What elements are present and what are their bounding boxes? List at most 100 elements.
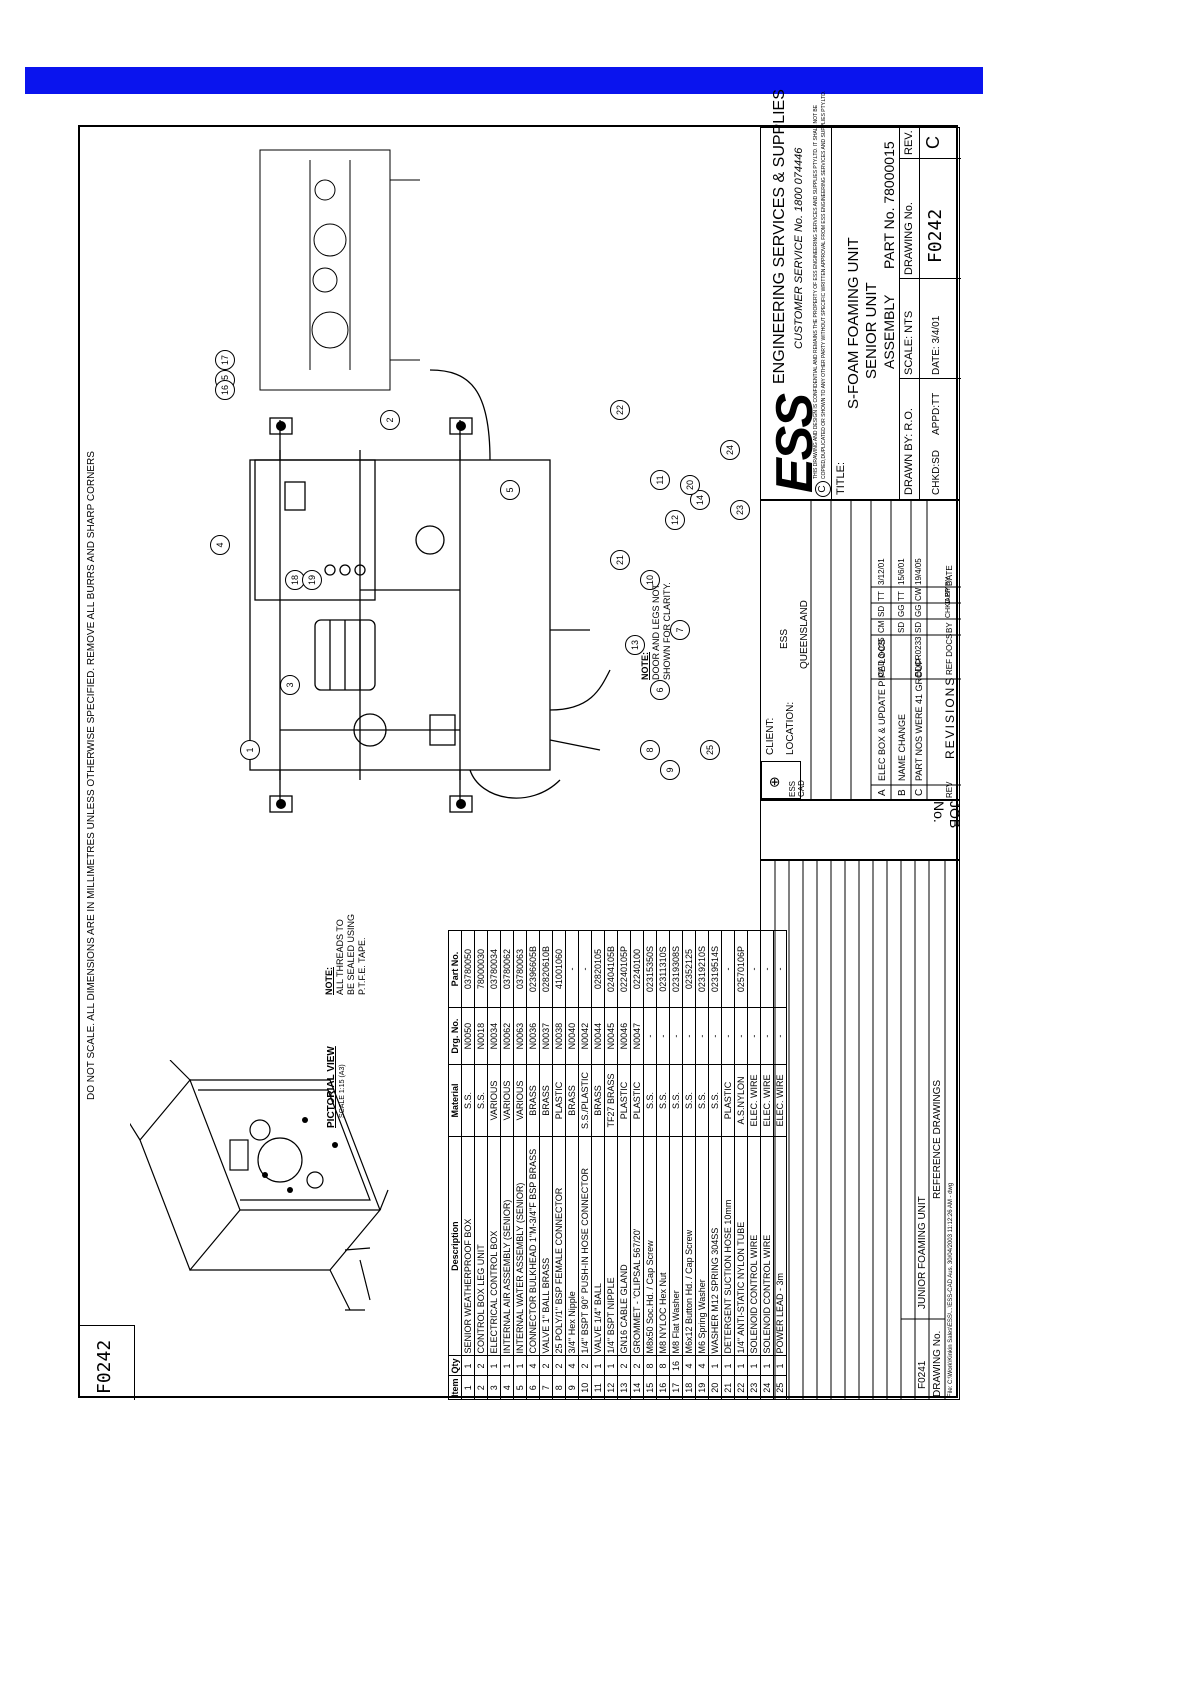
- rev-row-b-date: 15/6/01: [897, 558, 906, 585]
- title-label: TITLE:: [835, 461, 847, 495]
- rev-row-a-chkd: SD: [877, 605, 886, 617]
- bom-part-no: -: [578, 930, 592, 1008]
- bom-item: 22: [734, 1375, 748, 1400]
- bom-material: S.S.: [708, 1064, 722, 1137]
- bom-header-material: Material: [448, 1064, 462, 1137]
- pictorial-scale: SCALE 1:15 (A3): [339, 1064, 346, 1118]
- bom-material: BRASS: [539, 1064, 553, 1137]
- bom-material: VARIOUS: [500, 1064, 514, 1137]
- pictorial-view-sketch: [130, 1060, 389, 1311]
- rev-row-b-desc: NAME CHANGE: [897, 713, 907, 781]
- bom-description: 3/4" Hex Nipple: [565, 1136, 579, 1356]
- chkd: CHKD:SD: [931, 449, 942, 495]
- header-note: DO NOT SCALE. ALL DIMENSIONS ARE IN MILL…: [86, 451, 97, 1100]
- bom-item: 17: [669, 1375, 683, 1400]
- bom-material: S.S.: [474, 1064, 488, 1137]
- control-box-outline: [254, 459, 376, 601]
- bom-description: M8 NYLOC Hex Nut: [656, 1136, 670, 1356]
- balloon-callout: 6: [650, 680, 670, 700]
- balloon-callout: 1: [240, 740, 260, 760]
- bom-qty: 1: [487, 1355, 501, 1376]
- bom-description: M8x50 Soc.Hd. / Cap Screw: [643, 1136, 657, 1356]
- rev-col-by: BY: [945, 622, 954, 633]
- rev-col-date: DATE: [945, 565, 954, 586]
- bom-part-no: 03780034: [487, 930, 501, 1008]
- bom-part-no: 02319210S: [695, 930, 709, 1008]
- bom-part-no: 02240105P: [617, 930, 631, 1008]
- weatherproof-box-outline: [249, 459, 551, 771]
- bom-part-no: 02404105B: [604, 930, 618, 1008]
- scale: SCALE: NTS: [903, 310, 915, 375]
- rev-row-b-rev: B: [897, 789, 908, 796]
- balloon-callout: 2: [380, 410, 400, 430]
- title-divider: [899, 158, 961, 159]
- bom-part-no: 02319308S: [669, 930, 683, 1008]
- bom-drg-no: N0046: [617, 1007, 631, 1065]
- reference-title: REFERENCE DRAWINGS: [932, 1079, 943, 1199]
- bom-header-item: Item: [448, 1375, 462, 1400]
- bom-item: 21: [721, 1375, 735, 1400]
- appd: APPD:TT: [931, 392, 942, 435]
- bom-part-no: 02396605B: [526, 930, 540, 1008]
- bom-drg-no: N0047: [630, 1007, 644, 1065]
- balloon-callout: 19: [302, 570, 322, 590]
- bom-qty: 4: [682, 1355, 696, 1376]
- bom-material: S.S.: [682, 1064, 696, 1137]
- balloon-callout: 9: [660, 760, 680, 780]
- reference-row-desc: JUNIOR FOAMING UNIT: [917, 1196, 928, 1309]
- reference-block: F0241 JUNIOR FOAMING UNIT DRAWING No. RE…: [760, 859, 960, 1400]
- bom-item: 3: [487, 1375, 501, 1400]
- bom-item: 20: [708, 1375, 722, 1400]
- balloon-callout: 11: [650, 470, 670, 490]
- balloon-callout: 23: [730, 500, 750, 520]
- bom-drg-no: -: [721, 1007, 735, 1065]
- balloon-callout: 21: [610, 550, 630, 570]
- reference-row-drg: F0241: [917, 1360, 928, 1389]
- drawing-no-label: DRAWING No.: [903, 202, 915, 275]
- bom-item: 2: [474, 1375, 488, 1400]
- bom-drg-no: -: [734, 1007, 748, 1065]
- bom-drg-no: N0037: [539, 1007, 553, 1065]
- company-name: ENGINEERING SERVICES & SUPPLIES: [771, 89, 788, 384]
- bom-item: 19: [695, 1375, 709, 1400]
- bom-drg-no: -: [747, 1007, 761, 1065]
- bom-part-no: 02311310S: [656, 930, 670, 1008]
- title-divider: [899, 278, 961, 279]
- rev-row-b-app: TT: [897, 591, 906, 601]
- drawn-by: DRAWN BY: R.O.: [903, 408, 915, 495]
- bom-header-qty: Qty: [448, 1355, 462, 1376]
- bom-qty: 2: [539, 1355, 553, 1376]
- bom-header-row: Item Qty Description Material Drg. No. P…: [448, 930, 462, 1400]
- bom-qty: 4: [565, 1355, 579, 1376]
- bom-material: S.S.: [643, 1064, 657, 1137]
- copyright-line-2: COPIED,DUPLICATED OR SHOWN TO ANY OTHER …: [821, 90, 827, 479]
- balloon-callout: 25: [700, 740, 720, 760]
- bom-material: PLASTIC: [552, 1064, 566, 1137]
- rev-row-c-date: 19/4/05: [914, 558, 923, 585]
- bom-description: SOLENOID CONTROL WIRE: [747, 1136, 761, 1356]
- bom-description: GN16 CABLE GLAND: [617, 1136, 631, 1356]
- bom-description: M6x12 Button Hd. / Cap Screw: [682, 1136, 696, 1356]
- rev-row-b-by: SD: [897, 621, 906, 633]
- balloon-callout: 17: [215, 350, 235, 370]
- bom-part-no: 02352125: [682, 930, 696, 1008]
- bom-description: SENIOR WEATHERPROOF BOX: [461, 1136, 475, 1356]
- bom-drg-no: -: [695, 1007, 709, 1065]
- balloon-callout: 24: [720, 440, 740, 460]
- balloon-callout: 22: [610, 400, 630, 420]
- balloon-callout: 5: [500, 480, 520, 500]
- bom-item: 23: [747, 1375, 761, 1400]
- reference-drawing-no-label: DRAWING No.: [932, 1330, 943, 1397]
- bom-material: VARIOUS: [513, 1064, 527, 1137]
- rev-row-c-by: SD: [914, 621, 923, 633]
- bom-description: WASHER M12 SPRING 304SS: [708, 1136, 722, 1356]
- bom-header-drg-no: Drg. No.: [448, 1007, 462, 1065]
